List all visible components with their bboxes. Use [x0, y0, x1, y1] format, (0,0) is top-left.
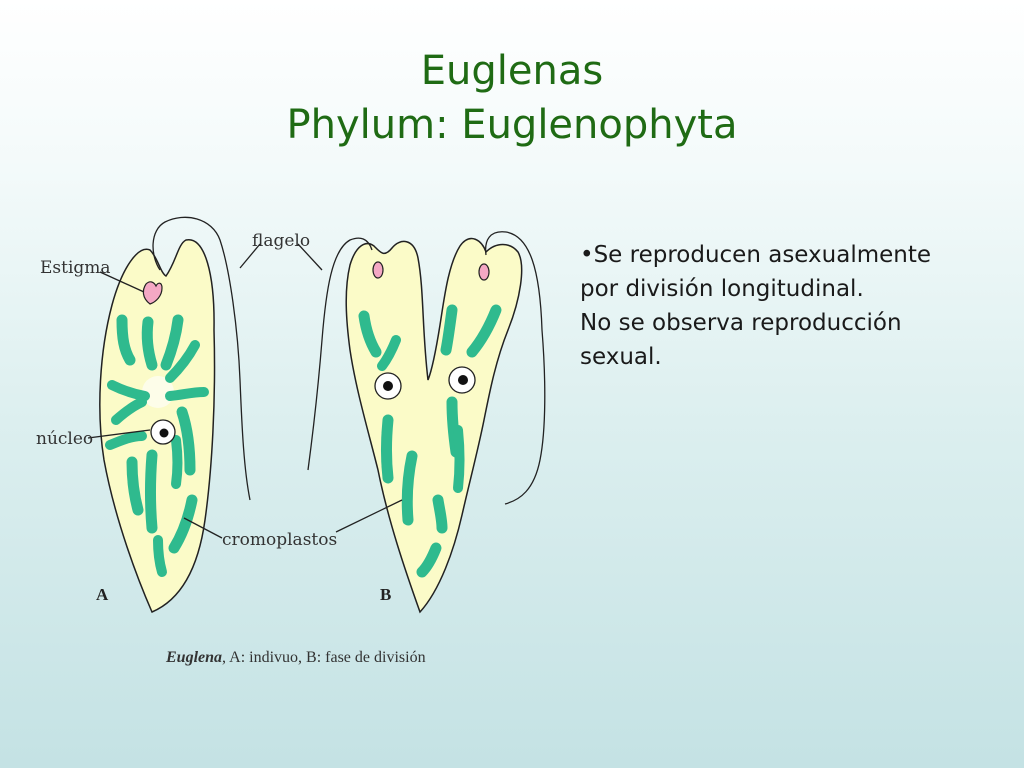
- slide-title: Euglenas Phylum: Euglenophyta: [0, 44, 1024, 152]
- description-text: •Se reproducen asexualmente por división…: [580, 238, 1020, 374]
- cell-b-nucleolus-left: [383, 381, 393, 391]
- cell-b-flagellum-right: [484, 231, 546, 505]
- cell-a-nucleolus: [159, 428, 169, 438]
- caption-rest: , A: indivuo, B: fase de división: [222, 649, 426, 666]
- label-cromoplastos: cromoplastos: [222, 530, 337, 550]
- label-estigma: Estigma: [40, 258, 111, 278]
- cell-a-pyrenoid: [142, 376, 174, 408]
- title-line-1: Euglenas: [420, 48, 604, 94]
- cell-a: [99, 216, 251, 613]
- cell-b-chromoplasts: [358, 304, 502, 578]
- cell-b-stigma-right: [478, 263, 490, 281]
- text-line-4: sexual.: [580, 344, 662, 370]
- bullet-mark: •: [580, 242, 594, 268]
- text-line-2: por división longitudinal.: [580, 276, 864, 302]
- text-line-3: No se observa reproducción: [580, 310, 902, 336]
- label-b: B: [380, 585, 391, 604]
- cell-b-flagellum-left: [307, 237, 373, 471]
- leader-lines: [87, 243, 403, 539]
- cell-b-nucleolus-right: [458, 375, 468, 385]
- title-line-2: Phylum: Euglenophyta: [286, 102, 738, 148]
- label-nucleo: núcleo: [36, 429, 93, 449]
- caption-genus: Euglena: [165, 649, 222, 666]
- label-a: A: [96, 585, 109, 604]
- cell-a-flagellum: [152, 216, 251, 501]
- cell-a-stigma: [142, 281, 163, 305]
- cell-b: [307, 231, 546, 614]
- label-flagelo: flagelo: [252, 231, 310, 251]
- cell-a-chromoplasts: [105, 314, 209, 577]
- figure-caption: Euglena, A: indivuo, B: fase de división: [165, 649, 426, 666]
- text-line-1-content: Se reproducen asexualmente: [593, 242, 932, 268]
- text-line-1: •Se reproducen asexualmente: [580, 238, 1020, 272]
- cell-b-stigma-left: [372, 261, 384, 279]
- cell-b-body: [345, 237, 523, 614]
